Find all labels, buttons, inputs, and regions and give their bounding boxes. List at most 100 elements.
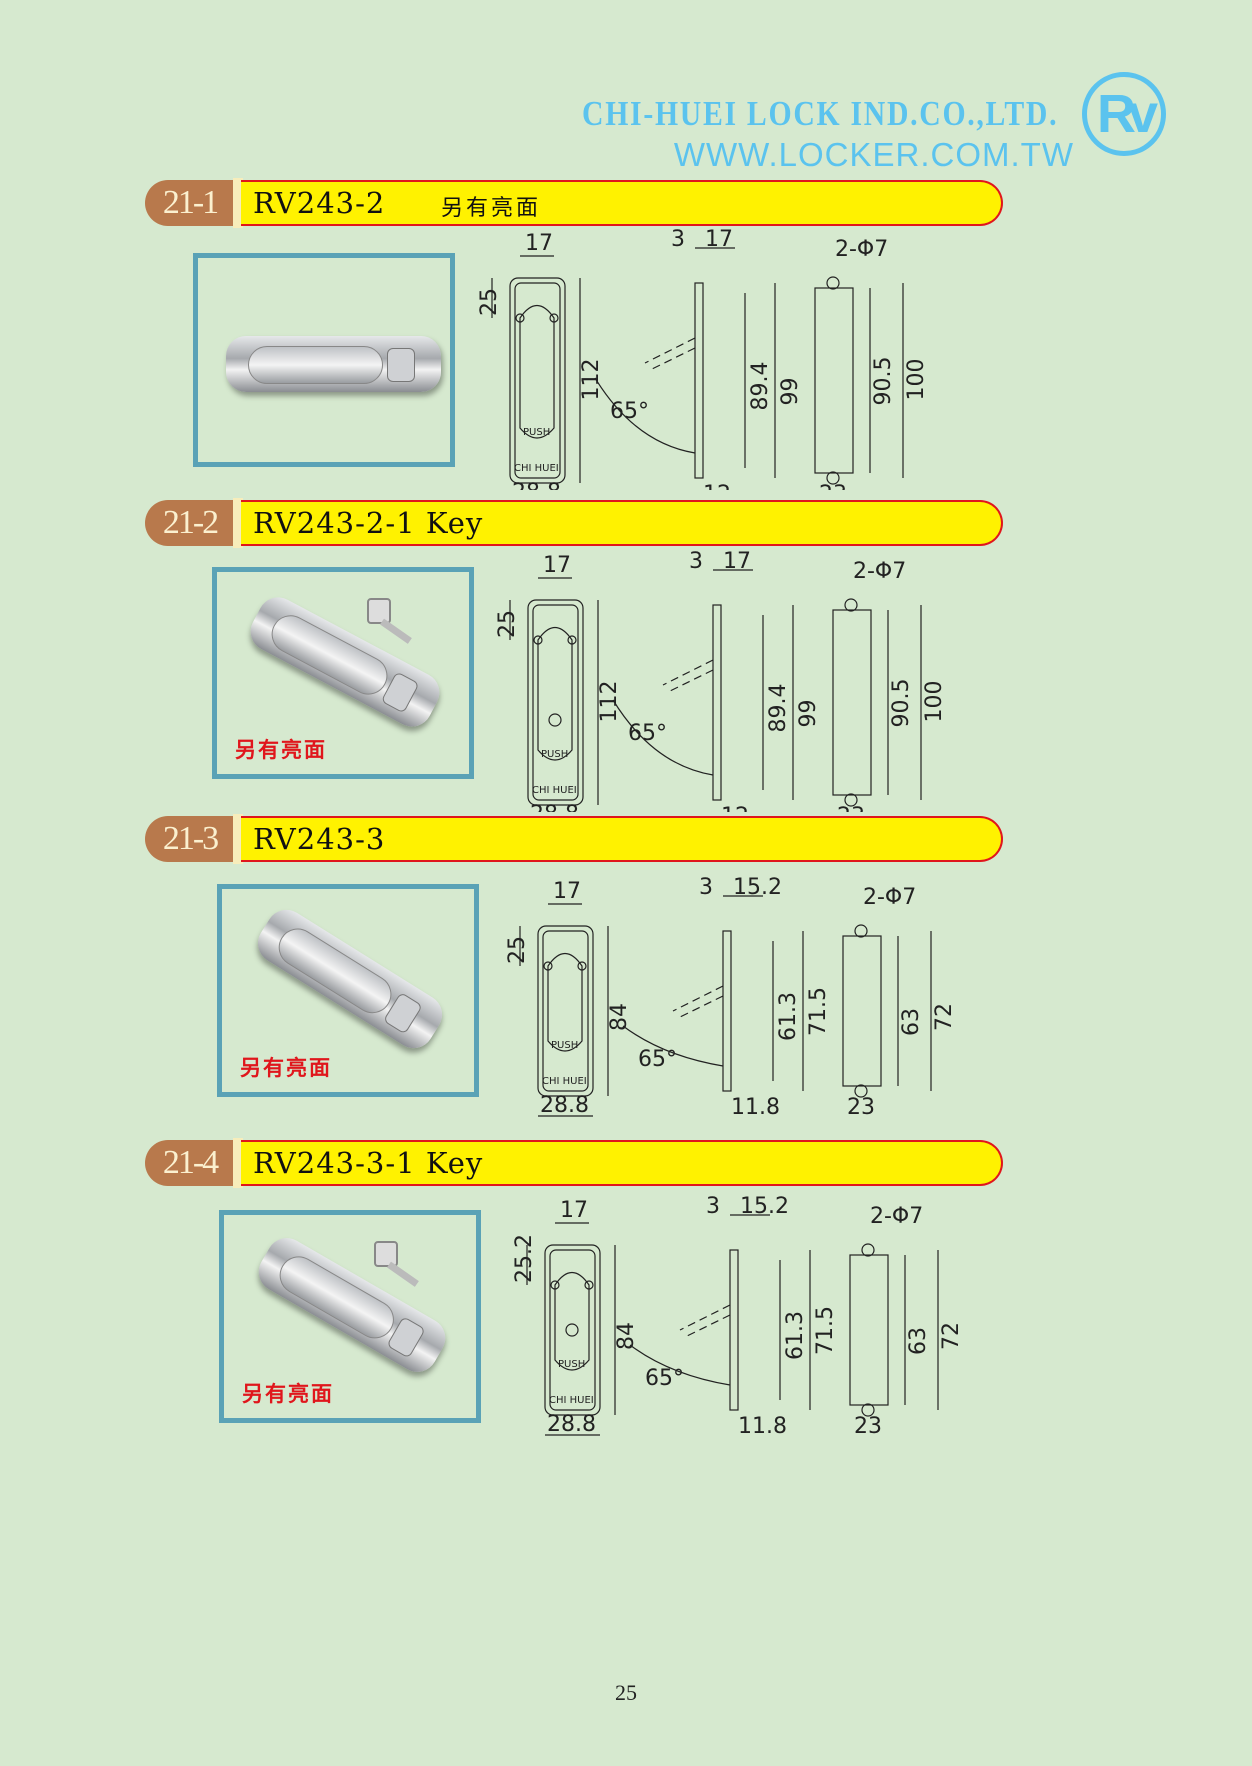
dim-left: 25 [495,610,520,638]
dim-h2: 99 [796,700,821,728]
brand-label: CHI HUEI [532,785,577,796]
dim-width: 28.8 [547,1412,596,1437]
push-label: PUSH [558,1359,585,1370]
dim-left: 25.2 [512,1234,537,1283]
key-icon [374,1241,398,1267]
front-outline [509,277,566,484]
dim-h1: 89.4 [748,362,773,411]
section-banner: 21-2 RV243-2-1 Key [145,498,1003,548]
pivot-dot [567,635,577,645]
mount-hole [826,276,840,290]
dim-bottom: 11.8 [731,1095,780,1120]
dim-height: 84 [607,1003,632,1031]
front-outline [544,1244,601,1416]
website: WWW.LOCKER.COM.TW [673,136,1074,173]
dim-h1: 61.3 [776,992,801,1041]
latch-image [250,902,450,1056]
dim-angle: 65° [638,1047,677,1072]
dim-bottom: 11.8 [738,1414,787,1439]
title-bar: RV243-3-1 Key [241,1140,1003,1186]
side-plate [694,282,704,479]
dim-top: 17 [560,1198,588,1223]
photo-note: 另有亮面 [235,737,327,762]
model-name: RV243-3-1 Key [253,1146,484,1180]
model-name: RV243-2 [253,186,386,220]
dim-angle: 65° [610,399,649,424]
dim-a: 3 [706,1195,720,1219]
latch-image [251,1230,453,1380]
paddle-outline [519,304,555,439]
front-inner [549,1249,596,1411]
dim-a: 3 [699,876,713,900]
dim-h2: 71.5 [806,987,831,1036]
section-number: 21-4 [145,1140,235,1186]
dim-top: 17 [543,553,571,578]
mount-hole [826,471,840,485]
pivot-dot [515,313,525,323]
dim-top: 17 [553,879,581,904]
dim-width: 23 [854,1414,882,1439]
mount-hole [861,1243,875,1257]
dim-h2: 72 [939,1322,964,1350]
mount-hole [844,793,858,807]
key-icon [367,598,391,624]
photo-note: 另有亮面 [242,1381,334,1406]
dim-holes: 2-Φ7 [863,885,916,910]
mount-hole [861,1403,875,1417]
push-button [387,348,416,382]
dim-h2: 71.5 [813,1306,838,1355]
dim-h2: 100 [904,359,929,401]
model-name: RV243-2-1 Key [253,506,484,540]
dim-height: 84 [614,1322,639,1350]
dim-h1: 63 [899,1008,924,1036]
open-handle-dashed [662,659,714,693]
mount-hole [854,1084,868,1098]
dim-height: 112 [579,359,604,401]
paddle-outline [554,1271,590,1371]
brand-label: CHI HUEI [514,463,559,474]
product-photo: 另有亮面 [212,567,474,779]
product-photo: 另有亮面 [217,884,479,1097]
title-bar: RV243-3 [241,816,1003,862]
dim-a: 3 [689,550,703,574]
dim-h1: 63 [906,1327,931,1355]
dim-h1: 61.3 [783,1311,808,1360]
pivot-dot [543,961,553,971]
paddle-outline [537,626,573,761]
dim-h2: 99 [778,378,803,406]
logo-text: Rv [1097,84,1158,144]
pivot-dot [577,961,587,971]
dim-angle: 65° [628,721,667,746]
model-name: RV243-3 [253,822,386,856]
rv-logo: Rv [1082,72,1166,156]
angle-arc [594,377,696,454]
front-outline [537,925,594,1097]
latch-paddle [247,346,383,384]
front-outline [527,599,584,806]
dim-b: 17 [705,228,733,252]
side-plate [722,930,732,1092]
dim-left: 25 [505,936,530,964]
dim-b: 15.2 [733,876,782,900]
latch-image [243,590,447,734]
divider [233,1138,243,1188]
key-shaft [379,618,412,644]
product-photo: 另有亮面 [219,1210,481,1423]
latch-paddle [271,921,399,1021]
dim-holes: 2-Φ7 [853,559,906,584]
dim-top: 17 [525,231,553,256]
dim-a: 3 [671,228,685,252]
divider [233,178,243,228]
angle-arc [612,699,714,776]
photo-note: 另有亮面 [240,1055,332,1080]
dim-b: 17 [723,550,751,574]
open-handle-dashed [679,1304,731,1338]
product-photo [193,253,455,467]
